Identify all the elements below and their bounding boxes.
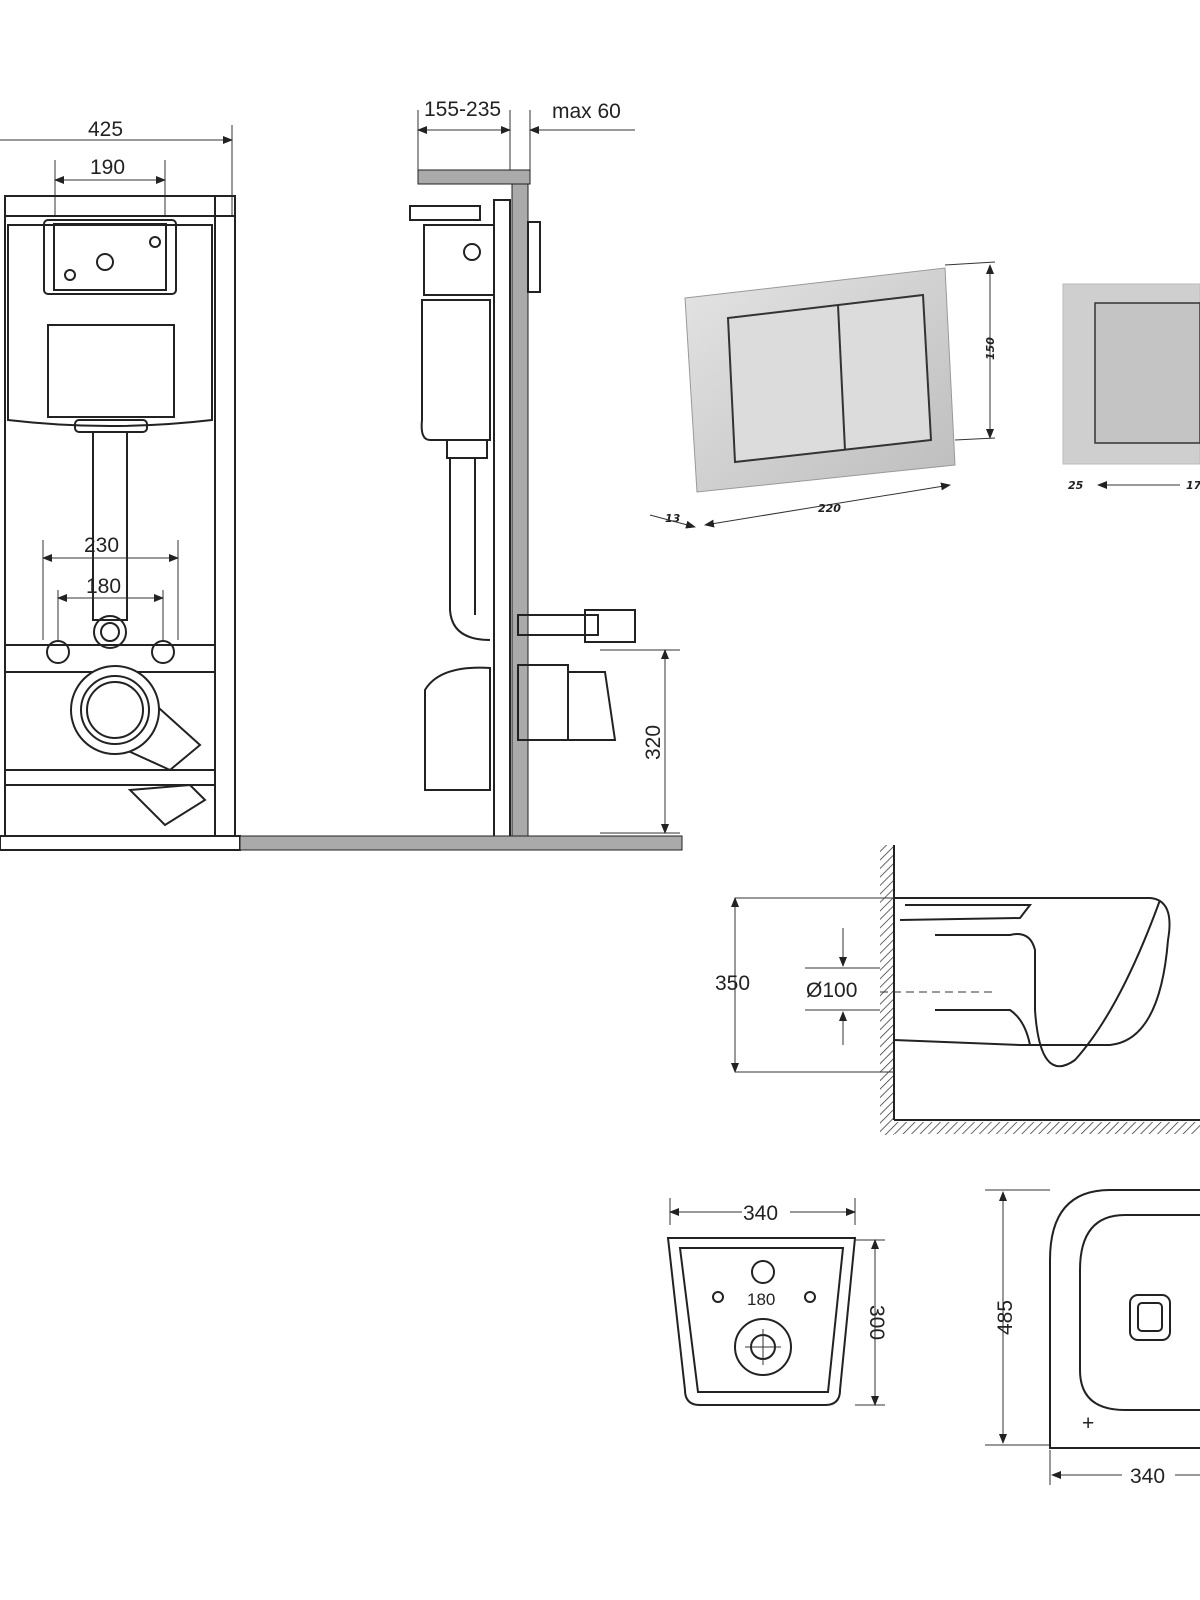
dim-outlet-diameter: Ø100	[806, 979, 857, 1002]
dim-plate-width-220: 220	[818, 502, 841, 515]
dim-plate-width: 190	[90, 156, 125, 179]
dim-wall-depth: 155-235	[424, 98, 501, 121]
dim-plate-inner-partial: 17	[1186, 479, 1200, 492]
plus-mark-icon: +	[1082, 1412, 1094, 1435]
dim-stud-spacing: 230	[84, 534, 119, 557]
flush-plate-view: 150 220 13 25 17	[649, 261, 1200, 529]
dim-top-length: 485	[994, 1300, 1017, 1335]
frame-side-view: 155-235 max 60 320	[239, 98, 683, 851]
dim-top-width: 340	[1130, 1465, 1165, 1488]
bowl-side-view: 350 Ø100	[715, 845, 1200, 1135]
dim-plate-margin: 25	[1068, 479, 1084, 492]
dim-frame-width: 425	[88, 118, 123, 141]
frame-front-view: 425 190 230 180	[0, 118, 241, 851]
dim-rear-depth: 300	[865, 1305, 888, 1340]
dim-max-depth: max 60	[552, 100, 621, 123]
bowl-rear-view: 340 180 300	[666, 1198, 888, 1406]
dim-plate-height: 150	[984, 337, 997, 360]
dim-drain-height: 320	[642, 725, 665, 760]
dim-bolt-spacing: 180	[86, 575, 121, 598]
dim-rear-bolt-spacing: 180	[747, 1290, 775, 1309]
dim-rear-width: 340	[743, 1202, 778, 1225]
bowl-top-view: 485 + 340	[985, 1189, 1200, 1488]
dim-bowl-height: 350	[715, 972, 750, 995]
